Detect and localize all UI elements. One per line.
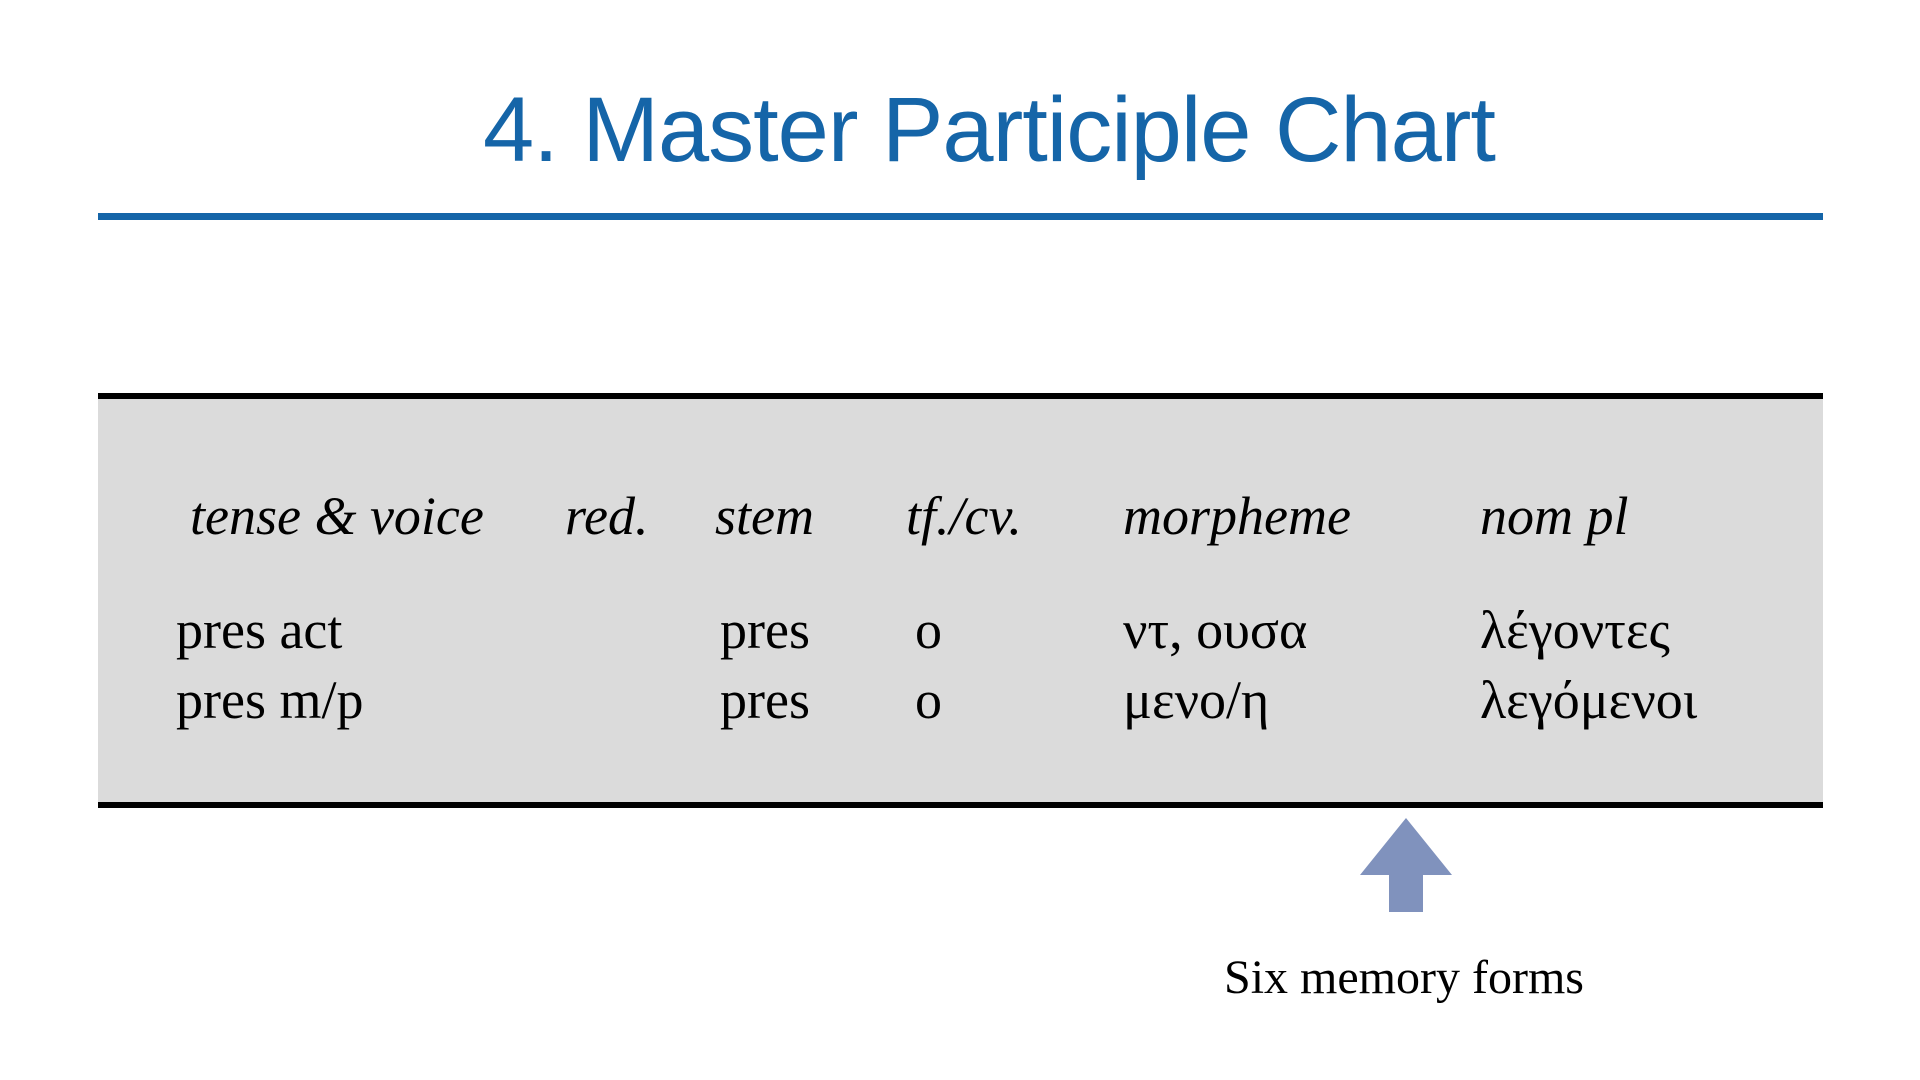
cell-morpheme: ντ, ουσα bbox=[1123, 600, 1308, 660]
annotation-label: Six memory forms bbox=[1224, 951, 1584, 1004]
cell-tense-voice: pres m/p bbox=[176, 670, 364, 730]
cell-red bbox=[565, 601, 715, 659]
up-arrow-shape bbox=[1360, 818, 1452, 912]
slide-title: 4. Master Participle Chart bbox=[483, 79, 1496, 181]
up-arrow-icon bbox=[1360, 818, 1452, 912]
column-header-red: red. bbox=[565, 486, 649, 546]
column-header-stem: stem bbox=[715, 486, 814, 546]
participle-table: tense & voice red. stem tf./cv. morpheme… bbox=[98, 393, 1823, 808]
title-underline bbox=[98, 213, 1823, 220]
cell-morpheme: μενο/η bbox=[1123, 670, 1270, 730]
table-header-row: tense & voice red. stem tf./cv. morpheme… bbox=[98, 487, 1823, 545]
cell-tense-voice: pres act bbox=[176, 600, 343, 660]
table-row-pres-act: pres act pres o ντ, ουσα λέγοντες bbox=[98, 601, 1823, 659]
column-header-tense-voice: tense & voice bbox=[190, 486, 484, 546]
column-header-nom-pl: nom pl bbox=[1480, 486, 1629, 546]
table-row-pres-mp: pres m/p pres o μενο/η λεγόμενοι bbox=[98, 671, 1823, 729]
cell-tf-cv: o bbox=[915, 600, 942, 660]
column-header-tf-cv: tf./cv. bbox=[906, 486, 1022, 546]
column-header-morpheme: morpheme bbox=[1123, 486, 1351, 546]
cell-tf-cv: o bbox=[915, 670, 942, 730]
cell-red bbox=[565, 671, 715, 729]
cell-nom-pl: λεγόμενοι bbox=[1480, 670, 1698, 730]
cell-stem: pres bbox=[720, 670, 810, 730]
cell-stem: pres bbox=[720, 600, 810, 660]
cell-nom-pl: λέγοντες bbox=[1480, 600, 1670, 660]
